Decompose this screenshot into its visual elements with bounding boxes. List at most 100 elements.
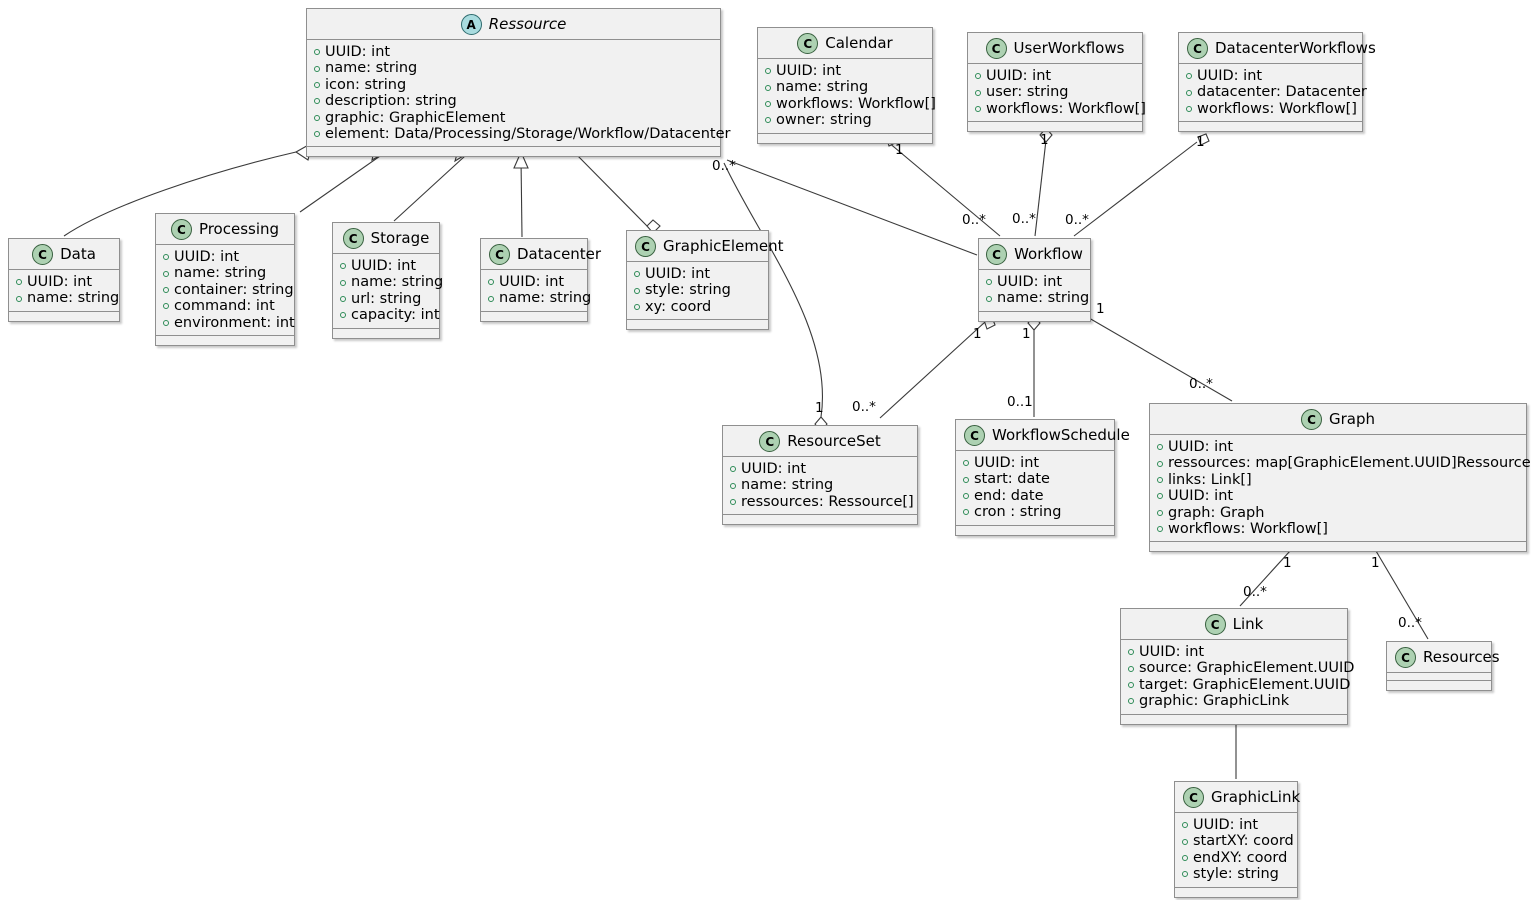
attribute-row: endXY: coord <box>1182 850 1290 866</box>
attribute-row: UUID: int <box>1157 439 1519 455</box>
attribute-label: UUID: int <box>776 63 842 79</box>
attribute-label: name: string <box>499 290 592 307</box>
visibility-public-icon <box>16 279 22 286</box>
class-methods-processing <box>156 336 294 346</box>
attribute-row: UUID: int <box>1157 488 1519 504</box>
visibility-public-icon <box>1128 649 1134 656</box>
attribute-label: UUID: int <box>1197 68 1263 84</box>
attribute-label: UUID: int <box>997 274 1063 290</box>
attribute-row: name: string <box>765 79 925 95</box>
attribute-label: workflows: Workflow[] <box>776 95 936 112</box>
class-icon: C <box>1395 647 1416 668</box>
class-methods-ressource <box>307 147 720 157</box>
visibility-public-icon <box>975 89 981 96</box>
visibility-public-icon <box>1186 73 1192 80</box>
class-box-resources[interactable]: C Resources <box>1386 641 1500 691</box>
visibility-public-icon <box>765 101 771 108</box>
attribute-label: capacity: int <box>351 307 440 324</box>
attribute-label: UUID: int <box>645 266 711 282</box>
class-name-datacenter: Datacenter <box>517 245 602 263</box>
attribute-label: name: string <box>325 60 418 77</box>
attribute-row: graphic: GraphicElement <box>314 110 713 126</box>
class-name-calendar: Calendar <box>825 34 893 52</box>
attribute-label: datacenter: Datacenter <box>1197 84 1367 101</box>
attribute-label: name: string <box>27 290 120 307</box>
attribute-row: UUID: int <box>163 249 287 265</box>
attribute-row: UUID: int <box>488 274 580 290</box>
class-methods-storage <box>333 328 439 338</box>
visibility-public-icon <box>1128 665 1134 672</box>
attribute-row: UUID: int <box>314 44 713 60</box>
visibility-public-icon <box>765 68 771 75</box>
class-header-resources: C Resources <box>1387 642 1500 673</box>
attribute-label: UUID: int <box>986 68 1052 84</box>
attribute-label: ressources: map[GraphicElement.UUID]Ress… <box>1168 455 1531 472</box>
attribute-label: xy: coord <box>645 298 712 315</box>
attribute-row: name: string <box>163 265 287 281</box>
attribute-label: name: string <box>351 274 444 291</box>
class-icon: C <box>342 228 364 249</box>
class-name-storage: Storage <box>370 229 430 247</box>
visibility-public-icon <box>340 296 346 303</box>
attribute-label: source: GraphicElement.UUID <box>1139 660 1355 677</box>
class-name-graph: Graph <box>1328 410 1375 428</box>
class-name-resources: Resources <box>1423 648 1500 666</box>
attribute-label: start: date <box>974 471 1050 488</box>
attribute-label: command: int <box>174 298 275 315</box>
visibility-public-icon <box>986 295 992 302</box>
class-name-ressource: Ressource <box>488 15 567 33</box>
attribute-row: style: string <box>1182 866 1290 882</box>
attribute-row: UUID: int <box>1128 644 1340 660</box>
attribute-label: name: string <box>776 79 869 96</box>
attribute-row: UUID: int <box>963 455 1107 471</box>
multiplicity-label: 1 <box>1371 555 1380 571</box>
visibility-public-icon <box>163 303 169 310</box>
attribute-label: target: GraphicElement.UUID <box>1139 676 1351 693</box>
class-methods-graphiclink <box>1175 887 1297 897</box>
visibility-public-icon <box>314 98 320 105</box>
visibility-public-icon <box>634 304 640 311</box>
class-attributes-resources <box>1387 673 1491 681</box>
attribute-label: style: string <box>1193 866 1279 883</box>
visibility-public-icon <box>963 493 969 500</box>
attribute-label: UUID: int <box>27 274 93 290</box>
attribute-label: end: date <box>974 487 1044 504</box>
class-methods-graphicelement <box>627 320 768 330</box>
visibility-public-icon <box>340 312 346 319</box>
attribute-label: UUID: int <box>174 249 240 265</box>
visibility-public-icon <box>963 476 969 483</box>
visibility-public-icon <box>314 65 320 72</box>
attribute-row: ressources: map[GraphicElement.UUID]Ress… <box>1157 455 1531 471</box>
attribute-row: element: Data/Processing/Storage/Workflo… <box>314 126 730 142</box>
attribute-label: UUID: int <box>974 455 1040 471</box>
class-methods-graph <box>1150 542 1526 552</box>
multiplicity-label: 0..* <box>712 158 736 174</box>
class-name-graphiclink: GraphicLink <box>1211 788 1301 806</box>
attribute-row: UUID: int <box>986 274 1083 290</box>
multiplicity-label: 0..* <box>1398 615 1422 631</box>
visibility-public-icon <box>314 82 320 89</box>
attribute-row: name: string <box>488 290 591 306</box>
